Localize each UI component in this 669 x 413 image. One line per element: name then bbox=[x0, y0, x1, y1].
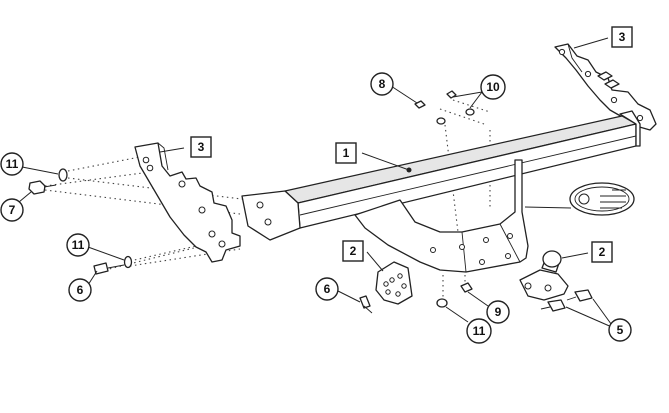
svg-text:10: 10 bbox=[486, 80, 500, 94]
svg-text:2: 2 bbox=[350, 244, 357, 258]
socket-plate bbox=[375, 261, 413, 305]
callout-part-7: 7 bbox=[0, 198, 24, 222]
centre-drop-plate bbox=[354, 159, 529, 273]
svg-text:6: 6 bbox=[324, 282, 331, 296]
callout-part-5: 5 bbox=[608, 318, 632, 342]
svg-text:3: 3 bbox=[198, 140, 205, 154]
callout-part-6-right: 6 bbox=[315, 277, 339, 301]
svg-text:7: 7 bbox=[9, 203, 16, 217]
svg-text:11: 11 bbox=[473, 324, 486, 338]
svg-text:9: 9 bbox=[495, 305, 502, 319]
svg-text:8: 8 bbox=[379, 77, 386, 91]
svg-text:5: 5 bbox=[617, 323, 624, 337]
callout-part-1: 1 bbox=[335, 142, 357, 164]
svg-text:11: 11 bbox=[6, 157, 19, 171]
fasteners bbox=[28, 90, 593, 314]
svg-text:3: 3 bbox=[619, 30, 626, 44]
label-plate bbox=[569, 182, 635, 216]
callout-part-11-mid-left: 11 bbox=[66, 233, 90, 257]
callout-part-9: 9 bbox=[486, 300, 510, 324]
svg-text:6: 6 bbox=[77, 283, 84, 297]
callout-part-10: 10 bbox=[480, 74, 506, 100]
svg-text:1: 1 bbox=[343, 146, 350, 160]
callout-part-11-bottom: 11 bbox=[466, 318, 492, 344]
callout-part-2-socket-plate: 2 bbox=[342, 240, 364, 262]
svg-text:2: 2 bbox=[599, 245, 606, 259]
side-bracket-left bbox=[134, 142, 241, 263]
callout-part-6-left: 6 bbox=[68, 278, 92, 302]
callout-part-11-top-left: 11 bbox=[0, 152, 24, 176]
callout-part-3-right-bracket: 3 bbox=[611, 26, 633, 48]
tow-ball bbox=[519, 250, 569, 301]
cross-beam bbox=[241, 110, 641, 241]
side-bracket-right bbox=[554, 43, 657, 131]
callout-part-8: 8 bbox=[370, 72, 394, 96]
svg-text:11: 11 bbox=[72, 238, 85, 252]
callout-part-3-left-bracket: 3 bbox=[190, 136, 212, 158]
callout-part-2-tow-ball: 2 bbox=[591, 241, 613, 263]
